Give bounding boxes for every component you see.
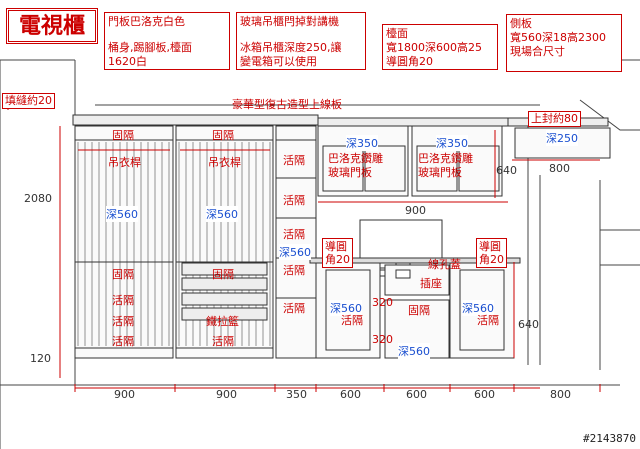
glass-door-label: 巴洛克鑽雕 玻璃門板 <box>328 152 383 180</box>
dim-right-height: 640 <box>496 164 517 177</box>
gap-fill-label: 填縫約20 <box>2 93 55 109</box>
note-countertop: 檯面 寬1800深600高25 導圓角20 <box>382 24 498 70</box>
round-corner-label: 導圓 角20 <box>322 238 353 268</box>
note-line: 側板 <box>510 17 532 30</box>
movable-shelf-label: 活隔 <box>112 294 134 307</box>
depth-label: 深350 <box>346 135 378 151</box>
note-line: 玻璃吊櫃閂掉對講機 <box>240 15 339 28</box>
depth-label: 深560 <box>398 343 430 359</box>
hanging-rod-label: 吊衣桿 <box>108 156 141 169</box>
note-side-panel: 側板 寬560深18高2300 現場合尺寸 <box>506 14 622 72</box>
depth-label: 深560 <box>462 300 494 316</box>
shelf-label: 固隔 <box>112 268 134 281</box>
glass-door-line: 玻璃門板 <box>418 166 462 179</box>
note-line: 變電箱可以使用 <box>240 55 317 68</box>
depth-label: 深350 <box>436 135 468 151</box>
depth-label: 深560 <box>279 244 311 260</box>
shelf-label: 固隔 <box>212 129 234 142</box>
glass-door-line: 巴洛克鑽雕 <box>328 152 383 165</box>
movable-shelf-label: 活隔 <box>212 335 234 348</box>
movable-shelf-label: 活隔 <box>341 314 363 327</box>
movable-shelf-label: 活隔 <box>283 264 305 277</box>
note-line: 門板巴洛克白色 <box>108 15 185 28</box>
shelf-label: 固隔 <box>212 268 234 281</box>
dim-bottom-width: 350 <box>286 388 307 401</box>
round-corner-line: 角20 <box>479 253 504 266</box>
depth-label: 深560 <box>206 206 238 222</box>
dim-total-height: 2080 <box>24 192 52 205</box>
note-line: 冰箱吊櫃深度250,讓 <box>240 41 342 54</box>
round-corner-line: 角20 <box>325 253 350 266</box>
note-line: 導圓角20 <box>386 55 433 68</box>
dim-bottom-width: 600 <box>340 388 361 401</box>
note-line: 寬1800深600高25 <box>386 41 482 54</box>
dim-right-height: 640 <box>518 318 539 331</box>
dim-bottom-width: 600 <box>406 388 427 401</box>
movable-shelf-label: 活隔 <box>112 315 134 328</box>
dim-upper-right-width: 800 <box>549 162 570 175</box>
height-label: 320 <box>372 333 393 346</box>
dim-bottom-width: 900 <box>216 388 237 401</box>
dim-bottom-width: 600 <box>474 388 495 401</box>
shelf-label: 固隔 <box>112 129 134 142</box>
note-line: 現場合尺寸 <box>510 45 565 58</box>
dim-bottom-width: 900 <box>114 388 135 401</box>
round-corner-line: 導圓 <box>325 240 347 253</box>
movable-shelf-label: 活隔 <box>477 314 499 327</box>
movable-shelf-label: 活隔 <box>283 154 305 167</box>
drawing-title: 電視櫃 <box>6 8 98 44</box>
outlet-label: 插座 <box>420 277 442 290</box>
depth-label: 深250 <box>546 130 578 146</box>
drawer-basket-label: 鐵拉籃 <box>206 315 239 328</box>
movable-shelf-label: 活隔 <box>112 335 134 348</box>
note-glass-cabinet: 玻璃吊櫃閂掉對講機 冰箱吊櫃深度250,讓 變電箱可以使用 <box>236 12 366 70</box>
watermark: #2143870 <box>583 432 636 445</box>
note-line: 桶身,踢腳板,檯面 <box>108 41 192 54</box>
top-seal-label: 上封約80 <box>528 111 581 127</box>
glass-door-line: 玻璃門板 <box>328 166 372 179</box>
cable-cover-label: 線孔蓋 <box>428 258 461 271</box>
dim-kick-height: 120 <box>30 352 51 365</box>
dim-bottom-width: 800 <box>550 388 571 401</box>
movable-shelf-label: 活隔 <box>283 194 305 207</box>
depth-label: 深560 <box>106 206 138 222</box>
note-door-panels: 門板巴洛克白色 桶身,踢腳板,檯面 1620白 <box>104 12 230 70</box>
note-line: 寬560深18高2300 <box>510 31 606 44</box>
hanging-rod-label: 吊衣桿 <box>208 156 241 169</box>
top-molding-label: 豪華型復古造型上線板 <box>232 98 342 111</box>
shelf-label: 固隔 <box>408 304 430 317</box>
note-line: 1620白 <box>108 55 147 68</box>
movable-shelf-label: 活隔 <box>283 228 305 241</box>
glass-door-label: 巴洛克鑽雕 玻璃門板 <box>418 152 473 180</box>
depth-label: 深560 <box>330 300 362 316</box>
glass-door-line: 巴洛克鑽雕 <box>418 152 473 165</box>
movable-shelf-label: 活隔 <box>283 302 305 315</box>
dim-upper-width: 900 <box>405 204 426 217</box>
height-label: 320 <box>372 296 393 309</box>
round-corner-line: 導圓 <box>479 240 501 253</box>
round-corner-label: 導圓 角20 <box>476 238 507 268</box>
note-line: 檯面 <box>386 27 408 40</box>
